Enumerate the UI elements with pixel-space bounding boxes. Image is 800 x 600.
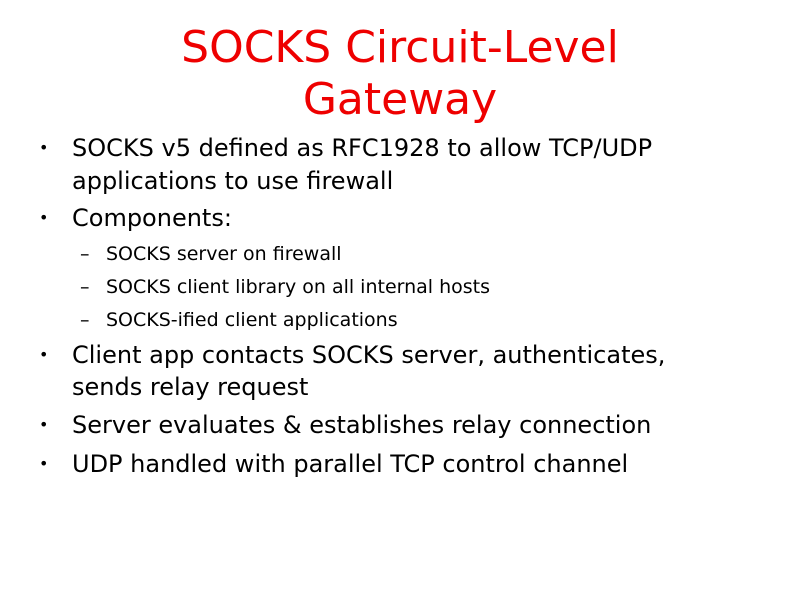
bullet-icon: • [39, 208, 49, 227]
bullet-text: Components: [72, 204, 232, 232]
bullet-icon: • [39, 345, 49, 364]
dash-icon: – [80, 309, 90, 331]
bullet-text: SOCKS v5 defined as RFC1928 to allow TCP… [72, 134, 653, 162]
bullet-icon: • [39, 454, 49, 473]
bullet-text: applications to use firewall [72, 167, 394, 195]
sub-bullet-text: SOCKS-ified client applications [106, 309, 398, 331]
bullet-text: Client app contacts SOCKS server, authen… [72, 341, 666, 369]
slide-title-line-1: SOCKS Circuit-Level [181, 22, 619, 73]
sub-bullet-text: SOCKS client library on all internal hos… [106, 276, 491, 298]
bullet-icon: • [39, 138, 49, 157]
dash-icon: – [80, 243, 90, 265]
bullet-text: Server evaluates & establishes relay con… [72, 411, 652, 439]
slide-title: SOCKS Circuit-Level Gateway [0, 22, 800, 126]
slide-title-line-2: Gateway [302, 74, 498, 125]
sub-bullet-text: SOCKS server on firewall [106, 243, 342, 265]
bullet-text: UDP handled with parallel TCP control ch… [72, 450, 629, 478]
bullet-icon: • [39, 415, 49, 434]
bullet-text: sends relay request [72, 373, 309, 401]
dash-icon: – [80, 276, 90, 298]
